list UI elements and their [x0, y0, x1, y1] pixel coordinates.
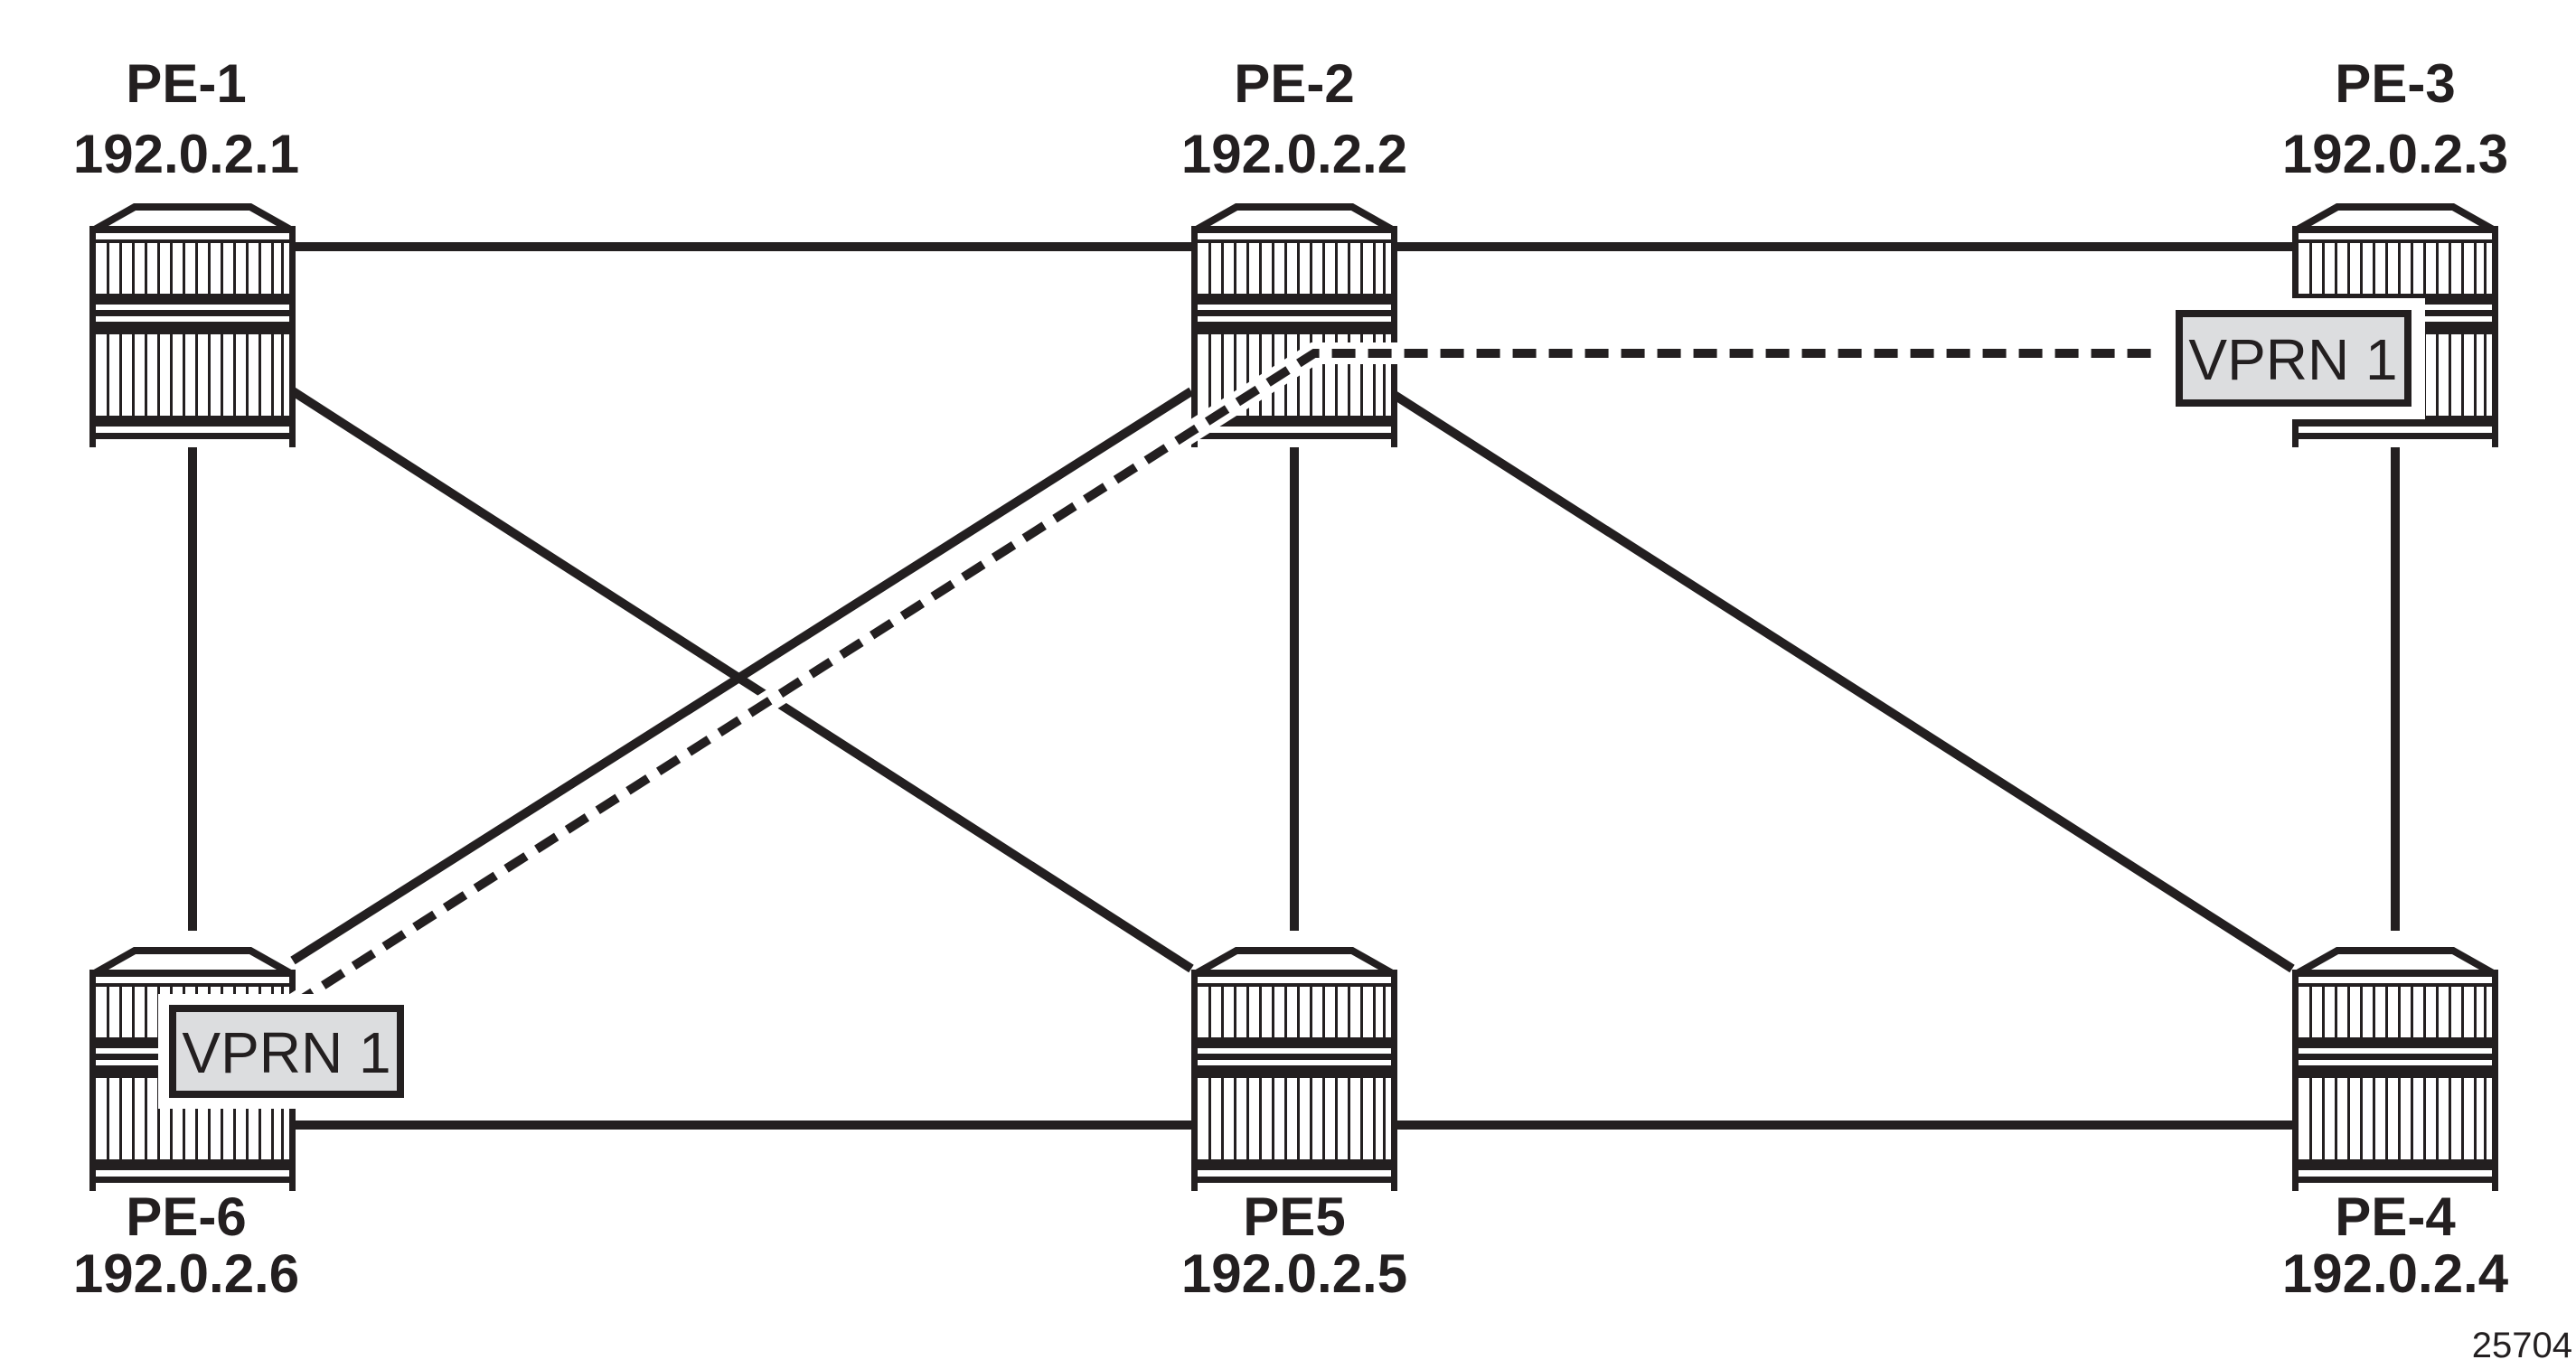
node-ip: 192.0.2.3	[2282, 124, 2508, 184]
node-name: PE-4	[2335, 1186, 2456, 1247]
node-name: PE-6	[126, 1186, 246, 1247]
vprn-label: VPRN 1	[182, 1020, 390, 1085]
node-name: PE-1	[126, 53, 246, 114]
link-pe2-pe4	[1390, 389, 2295, 973]
vprn-label: VPRN 1	[2188, 327, 2397, 392]
link-pe6-pe2	[290, 387, 1194, 965]
figure-id: 25704	[2472, 1326, 2572, 1365]
node-ip: 192.0.2.2	[1181, 124, 1407, 184]
node-name: PE-3	[2335, 53, 2455, 114]
node-ip: 192.0.2.4	[2282, 1243, 2509, 1304]
node-name: PE-2	[1234, 53, 1354, 114]
router-pe5-icon	[1191, 951, 1397, 1191]
vprn-box-pe6: VPRN 1	[158, 994, 416, 1109]
router-pe1-icon	[89, 207, 296, 447]
vprn-service-path	[290, 349, 2176, 1009]
node-name: PE5	[1243, 1186, 1345, 1247]
vprn-box-pe3: VPRN 1	[2163, 298, 2425, 419]
node-ip: 192.0.2.5	[1181, 1243, 1407, 1304]
node-ip: 192.0.2.6	[73, 1243, 299, 1304]
router-pe4-icon	[2292, 951, 2498, 1191]
links	[188, 242, 2400, 1130]
node-ip: 192.0.2.1	[73, 124, 299, 184]
